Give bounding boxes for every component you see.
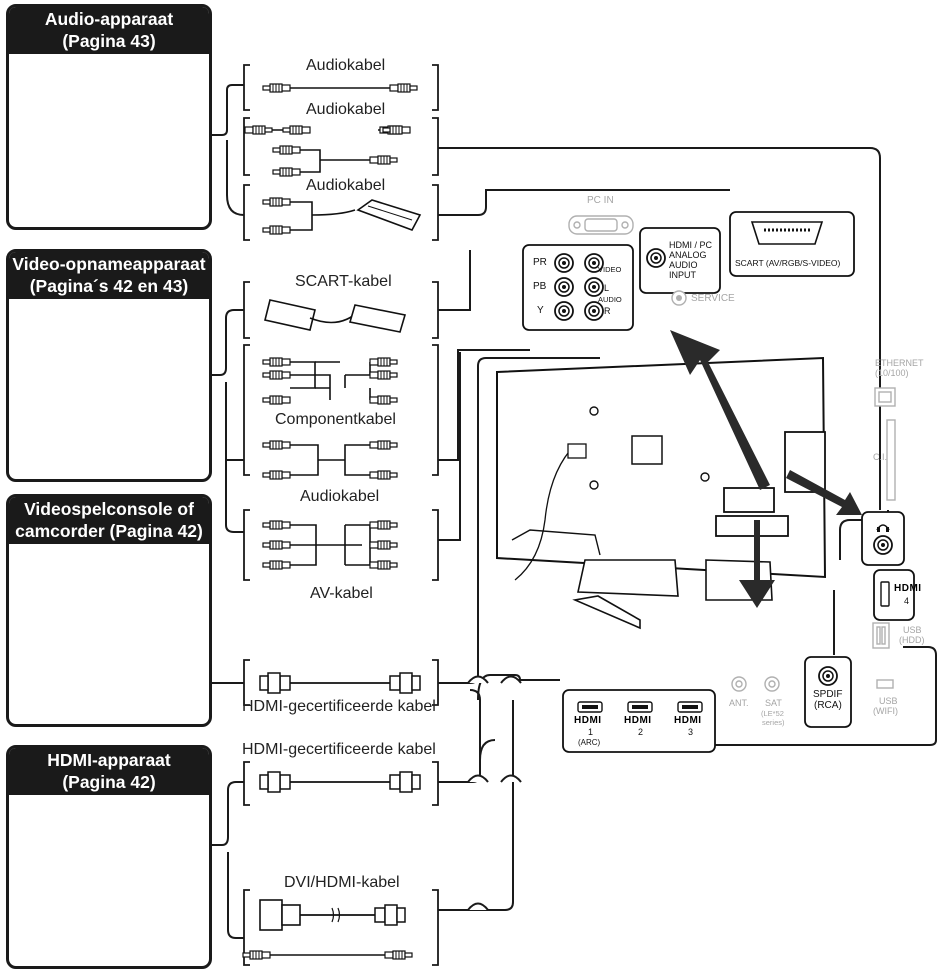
pb-label: PB xyxy=(533,282,546,292)
ethernet-label-line2: (10/100) xyxy=(875,368,909,378)
hdmi-cable-2-label: HDMI-gecertificeerde kabel xyxy=(242,741,436,759)
hdmi-pc-audio-line1: HDMI / PC xyxy=(669,240,712,250)
hdmi4-number: 4 xyxy=(904,596,909,606)
video-recorder-title-line1: Video-opnameapparaat xyxy=(11,253,207,275)
pc-in-label: PC IN xyxy=(587,196,614,206)
spdif-label-line1: SPDIF xyxy=(813,690,842,700)
audio-device-title-line1: Audio-apparaat xyxy=(11,8,207,30)
sat-label: SAT xyxy=(765,698,782,708)
hdmi-device-title-line2: (Pagina 42) xyxy=(11,771,207,793)
y-label: Y xyxy=(537,306,544,316)
av-kabel-label: AV-kabel xyxy=(310,585,373,603)
spdif-label-line2: (RCA) xyxy=(814,701,842,711)
hdmi1-arc: (ARC) xyxy=(578,738,600,748)
scart-kabel-label: SCART-kabel xyxy=(295,273,392,291)
usb-hdd-label-line2: (HDD) xyxy=(899,635,925,645)
audio-device-title-line2: (Pagina 43) xyxy=(11,30,207,52)
dvi-hdmi-kabel-label: DVI/HDMI-kabel xyxy=(284,874,400,892)
ant-label: ANT. xyxy=(729,698,749,708)
hdmi3-logo: HDMI xyxy=(674,716,702,726)
hdmi-device-title-line1: HDMI-apparaat xyxy=(11,749,207,771)
hdmi4-logo: HDMI xyxy=(894,584,922,594)
audiokabel-4-label: Audiokabel xyxy=(300,488,379,506)
service-label: SERVICE xyxy=(691,294,735,304)
audio-label: AUDIO xyxy=(598,295,622,305)
video-recorder-title-line2: (Pagina´s 42 en 43) xyxy=(11,275,207,297)
r-label: R xyxy=(604,306,611,316)
game-camcorder-title: Videospelconsole of camcorder (Pagina 42… xyxy=(9,497,209,544)
hdmi-cable-1-label: HDMI-gecertificeerde kabel xyxy=(242,698,436,716)
hdmi2-number: 2 xyxy=(638,727,643,737)
hdmi2-logo: HDMI xyxy=(624,716,652,726)
pr-label: PR xyxy=(533,258,547,268)
video-recorder-panel: Video-opnameapparaat (Pagina´s 42 en 43) xyxy=(6,249,212,482)
game-camcorder-title-line2: camcorder (Pagina 42) xyxy=(11,520,207,542)
usb-wifi-label-line1: USB xyxy=(879,696,898,706)
scart-port-label: SCART (AV/RGB/S-VIDEO) xyxy=(735,258,840,268)
usb-wifi-label-line2: (WIFI) xyxy=(873,706,898,716)
video-recorder-title: Video-opnameapparaat (Pagina´s 42 en 43) xyxy=(9,252,209,299)
game-camcorder-title-line1: Videospelconsole of xyxy=(11,498,207,520)
audiokabel-2-label: Audiokabel xyxy=(306,101,385,119)
hdmi-device-title: HDMI-apparaat (Pagina 42) xyxy=(9,748,209,795)
hdmi-pc-audio-line2: ANALOG xyxy=(669,250,707,260)
usb-hdd-label-line1: USB xyxy=(903,625,922,635)
ethernet-label-line1: ETHERNET xyxy=(875,358,924,368)
ci-label: C.I. xyxy=(873,452,887,462)
audio-device-title: Audio-apparaat (Pagina 43) xyxy=(9,7,209,54)
sat-note-line2: series) xyxy=(762,718,785,728)
componentkabel-label: Componentkabel xyxy=(275,411,396,429)
hdmi1-logo: HDMI xyxy=(574,716,602,726)
l-label: L xyxy=(604,283,609,293)
hdmi-pc-audio-line3: AUDIO xyxy=(669,260,698,270)
hdmi-device-panel: HDMI-apparaat (Pagina 42) xyxy=(6,745,212,969)
audiokabel-1-label: Audiokabel xyxy=(306,57,385,75)
video-label: VIDEO xyxy=(598,265,621,275)
hdmi1-number: 1 xyxy=(588,727,593,737)
game-camcorder-panel: Videospelconsole of camcorder (Pagina 42… xyxy=(6,494,212,727)
hdmi3-number: 3 xyxy=(688,727,693,737)
hdmi-pc-audio-line4: INPUT xyxy=(669,270,696,280)
audio-device-panel: Audio-apparaat (Pagina 43) xyxy=(6,4,212,230)
audiokabel-3-label: Audiokabel xyxy=(306,177,385,195)
